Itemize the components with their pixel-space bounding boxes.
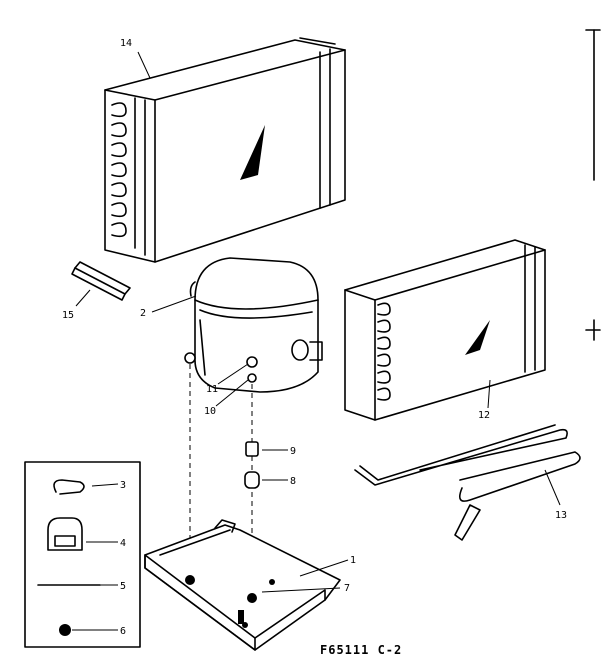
callout-10: 10 bbox=[204, 406, 216, 417]
compressor bbox=[189, 257, 323, 393]
tubing bbox=[354, 424, 581, 541]
bracket bbox=[71, 261, 131, 301]
callout-14: 14 bbox=[120, 38, 132, 49]
border-fragment bbox=[585, 29, 601, 341]
mount-spacer bbox=[244, 441, 260, 489]
bolt-head bbox=[246, 356, 258, 368]
callout-8: 8 bbox=[290, 476, 296, 487]
callout-3: 3 bbox=[120, 480, 126, 491]
evaporator-coil bbox=[104, 37, 346, 263]
base-pan bbox=[144, 519, 341, 651]
callout-4: 4 bbox=[120, 538, 126, 549]
callout-11: 11 bbox=[206, 384, 218, 395]
callout-15: 15 bbox=[62, 310, 74, 321]
washer-top bbox=[247, 373, 257, 383]
parts-inset bbox=[24, 461, 141, 648]
callout-12: 12 bbox=[478, 410, 490, 421]
drawing-number: F65111 C-2 bbox=[320, 643, 402, 657]
callout-2: 2 bbox=[140, 308, 146, 319]
condenser-coil bbox=[344, 239, 546, 421]
callout-7: 7 bbox=[344, 583, 350, 594]
callout-9: 9 bbox=[290, 446, 296, 457]
callout-6: 6 bbox=[120, 626, 126, 637]
callout-1: 1 bbox=[350, 555, 356, 566]
grommet-left bbox=[184, 352, 196, 364]
callout-13: 13 bbox=[555, 510, 567, 521]
callout-5: 5 bbox=[120, 581, 126, 592]
